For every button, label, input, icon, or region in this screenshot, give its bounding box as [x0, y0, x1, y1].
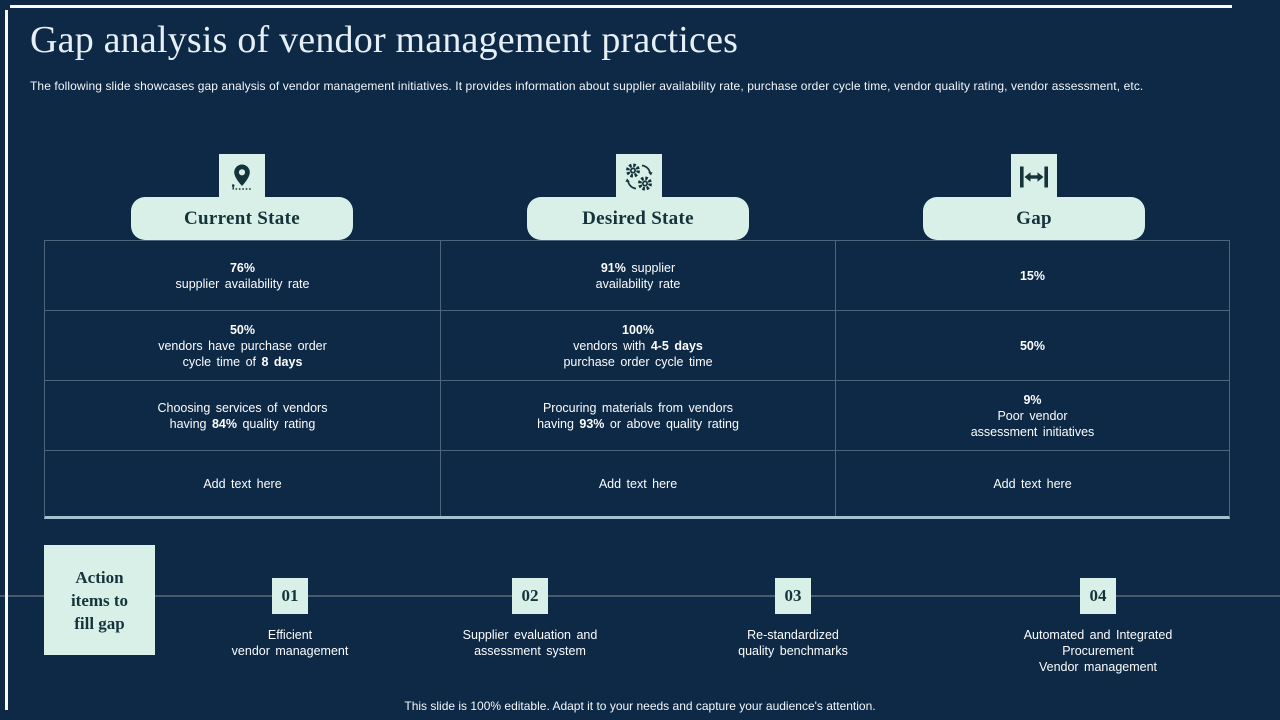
- location-pin-icon: [231, 164, 251, 190]
- table-cell-line: 91% supplier: [600, 260, 676, 275]
- column-header-label: Current State: [184, 207, 300, 229]
- table-cell-line: Choosing services of vendors: [157, 400, 328, 415]
- table-cell-line: Add text here: [993, 476, 1072, 491]
- column-header-current-state: Current State: [131, 197, 353, 240]
- table-cell-line: 50%: [1019, 338, 1046, 353]
- table-cell-line: having 93% or above quality rating: [537, 416, 739, 431]
- table-cell-line: 50%: [229, 322, 256, 337]
- gap-width-icon: [1020, 166, 1048, 188]
- table-cell-line: 9%: [1023, 392, 1042, 407]
- table-cell: 15%: [836, 241, 1229, 311]
- column-header-desired-state: Desired State: [527, 197, 749, 240]
- desired-state-icon-tile: [616, 154, 662, 200]
- table-cell-line: availability rate: [595, 276, 681, 291]
- column-header-label: Desired State: [582, 207, 694, 229]
- column-header-gap: Gap: [923, 197, 1145, 240]
- current-state-icon-tile: [219, 154, 265, 200]
- table-cell: 50%: [836, 311, 1229, 381]
- footer-note: This slide is 100% editable. Adapt it to…: [404, 699, 876, 713]
- table-cell-line: Add text here: [598, 476, 678, 491]
- table-cell-line: Procuring materials from vendors: [542, 400, 734, 415]
- table-cell-line: purchase order cycle time: [563, 354, 713, 369]
- table-cell-line: 76%: [229, 260, 256, 275]
- timeline-number-badge: 04: [1080, 578, 1116, 614]
- gears-sync-icon: [625, 163, 653, 191]
- column-header-label: Gap: [1016, 207, 1052, 229]
- table-cell-line: cycle time of 8 days: [182, 354, 303, 369]
- table-cell-line: supplier availability rate: [175, 276, 310, 291]
- timeline-number-badge: 02: [512, 578, 548, 614]
- table-cell-line: 15%: [1019, 268, 1046, 283]
- table-cell-line: Add text here: [203, 476, 282, 491]
- table-cell-line: assessment initiatives: [970, 424, 1095, 439]
- table-cell-placeholder[interactable]: Add text here: [45, 451, 441, 516]
- table-cell-placeholder[interactable]: Add text here: [836, 451, 1229, 516]
- table-cell-line: 100%: [622, 322, 654, 337]
- table-cell: 76%supplier availability rate: [45, 241, 441, 311]
- table-cell-line: having 84% quality rating: [169, 416, 316, 431]
- page-title: Gap analysis of vendor management practi…: [30, 19, 739, 61]
- timeline-number-badge: 03: [775, 578, 811, 614]
- timeline-line: [0, 595, 1280, 597]
- page-edge-left: [5, 10, 8, 710]
- table-cell-line: vendors with 4-5 days: [573, 338, 703, 353]
- page-edge-top: [10, 5, 1232, 8]
- table-cell-line: vendors have purchase order: [158, 338, 327, 353]
- page-subtitle: The following slide showcases gap analys…: [30, 79, 1144, 93]
- table-cell-line: Poor vendor: [997, 408, 1068, 423]
- table-cell-placeholder[interactable]: Add text here: [441, 451, 836, 516]
- gap-icon-tile: [1011, 154, 1057, 200]
- timeline-number-badge: 01: [272, 578, 308, 614]
